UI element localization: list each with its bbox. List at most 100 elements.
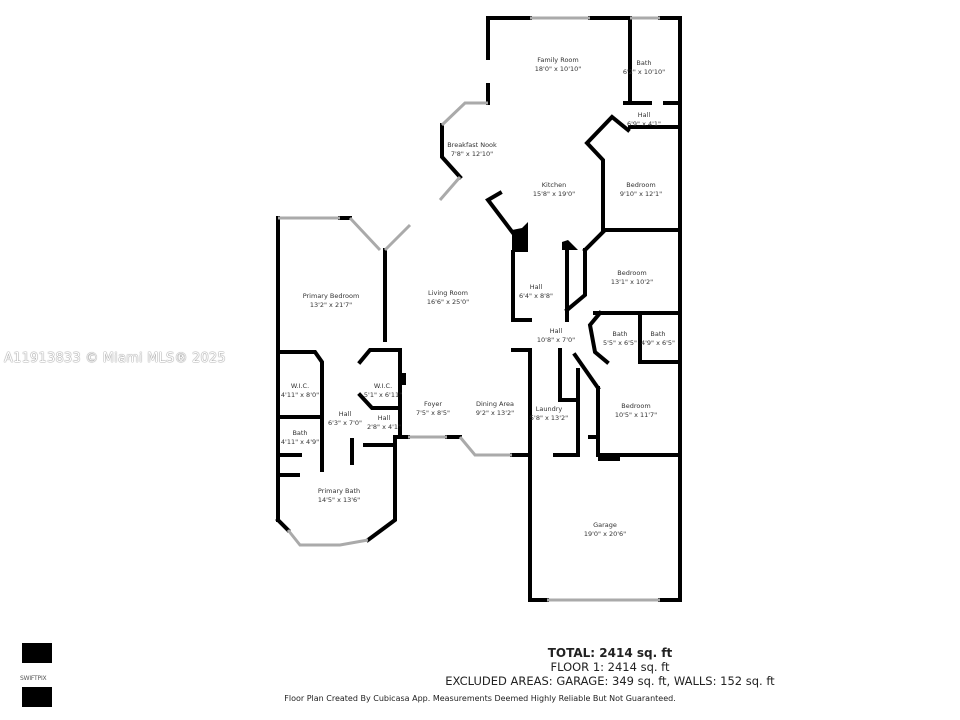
room-size: 4'9" x 6'5": [640, 339, 676, 347]
room-size: 10'8" x 7'0": [536, 336, 576, 344]
room-size: 18'0" x 10'10": [534, 65, 582, 73]
wall: [582, 229, 606, 253]
wall: [564, 248, 587, 313]
window: [458, 436, 512, 457]
floor-area: FLOOR 1: 2414 sq. ft: [550, 660, 670, 674]
windows: [278, 16, 660, 602]
wall: [528, 348, 549, 602]
wall: [511, 250, 532, 322]
room-name: Hall: [377, 414, 391, 422]
wall-blocks: [400, 222, 620, 461]
total-area: TOTAL: 2414 sq. ft: [547, 646, 673, 660]
room-size: 4'11" x 4'9": [280, 438, 320, 446]
room-size: 9'10" x 12'1": [619, 190, 663, 198]
wall: [596, 386, 682, 457]
room-size: 9'2" x 13'2": [475, 409, 515, 417]
bedroom-wall-block: [598, 453, 620, 461]
room-name: Primary Bath: [317, 487, 361, 495]
wall: [558, 348, 577, 402]
room-name: Hall: [338, 410, 352, 418]
wall: [365, 435, 402, 543]
room-size: 2'8" x 4'1": [366, 423, 402, 431]
wall: [638, 311, 682, 364]
room-name: Hall: [529, 283, 543, 291]
room-name: Hall: [637, 111, 651, 119]
room-name: Breakfast Nook: [447, 141, 497, 149]
room-size: 6'4" x 8'8": [518, 292, 554, 300]
logo-text: SWIFTPIX: [20, 675, 47, 682]
room-name: Garage: [593, 521, 617, 529]
room-size: 15'8" x 19'0": [532, 190, 576, 198]
window: [348, 216, 382, 252]
room-size: 5'8" x 13'2": [529, 414, 569, 422]
room-name: W.I.C.: [373, 382, 393, 390]
window: [440, 101, 488, 127]
wall: [486, 16, 532, 60]
room-name: Bath: [636, 59, 652, 67]
room-name: Laundry: [535, 405, 563, 413]
excluded-areas: EXCLUDED AREAS: GARAGE: 349 sq. ft, WALL…: [445, 674, 775, 688]
wall: [587, 310, 610, 365]
room-size: 14'5" x 13'6": [317, 496, 361, 504]
room-name: Hall: [549, 327, 563, 335]
room-size: 6'9" x 4'1": [626, 120, 662, 128]
kitchen-wall-block: [512, 222, 528, 252]
room-size: 19'0" x 20'6": [583, 530, 627, 538]
room-name: Bath: [292, 429, 308, 437]
room-size: 6'2" x 10'10": [622, 68, 666, 76]
wic-wall-block: [400, 373, 406, 385]
room-size: 7'5" x 8'5": [415, 409, 451, 417]
room-name: Dining Area: [475, 400, 514, 408]
room-name: Family Room: [537, 56, 579, 64]
window: [438, 176, 462, 201]
wall: [553, 368, 580, 457]
room-label: W.I.C.4'11" x 8'0": [281, 382, 319, 400]
room-name: Bedroom: [617, 269, 647, 277]
wall: [275, 517, 291, 533]
wall: [658, 453, 682, 602]
room-name: Bedroom: [626, 181, 656, 189]
mls-watermark: A11913833 © Miami MLS® 2025: [4, 351, 226, 366]
room-name: Living Room: [428, 289, 468, 297]
wall: [658, 16, 682, 457]
room-size: 5'5" x 6'5": [602, 339, 638, 347]
wall: [357, 348, 402, 365]
room-size: 13'2" x 21'7": [309, 301, 353, 309]
window: [383, 223, 412, 252]
swiftpix-logo: SWIFTPIX: [20, 643, 52, 707]
room-size: 5'1" x 6'11": [363, 391, 403, 399]
room-size: 10'5" x 11'7": [614, 411, 658, 419]
room-name: W.I.C.: [290, 382, 310, 390]
wall: [572, 352, 601, 391]
wall: [584, 114, 682, 232]
room-size: 16'6" x 25'0": [426, 298, 470, 306]
room-name: Kitchen: [541, 181, 567, 189]
window: [286, 529, 369, 547]
room-name: Bath: [650, 330, 666, 338]
room-size: 7'8" x 12'10": [450, 150, 494, 158]
room-size: 6'3" x 7'0": [327, 419, 363, 427]
hall-wall-block: [562, 240, 578, 250]
room-name: Foyer: [423, 400, 443, 408]
room-name: Primary Bedroom: [302, 292, 360, 300]
room-size: 4'11" x 8'0": [280, 391, 320, 399]
room-name: Bath: [612, 330, 628, 338]
